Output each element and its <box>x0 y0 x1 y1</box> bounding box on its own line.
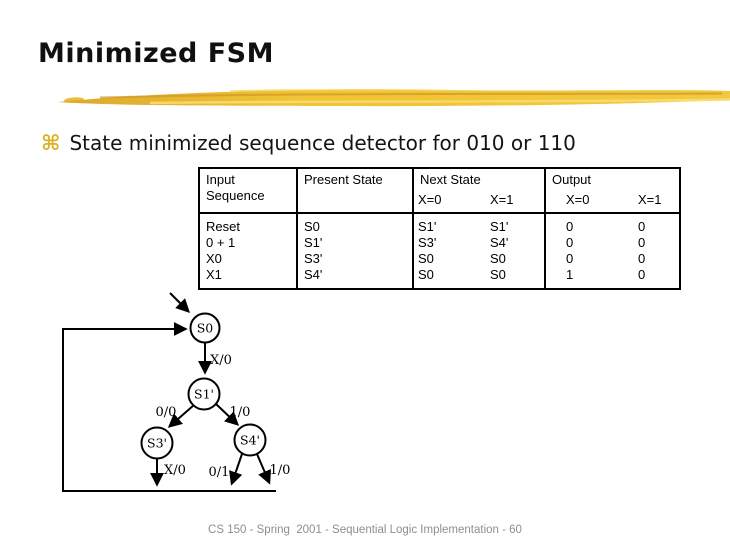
cell-next-x0: S0 <box>412 251 479 267</box>
cell-out-x0: 0 <box>544 251 612 267</box>
cell-input: X1 <box>206 267 222 282</box>
header-next-x1: X=1 <box>479 192 545 214</box>
state-s4-label: S4' <box>240 433 260 448</box>
bullet-icon: ⌘ <box>41 131 61 155</box>
state-s4 <box>233 423 267 457</box>
header-output-x0: X=0 <box>544 192 612 214</box>
cell-input: X0 <box>206 251 222 266</box>
title-underline-swoosh <box>58 89 730 107</box>
header-present-state: Present State <box>296 168 413 214</box>
cell-present: S0 <box>296 213 413 235</box>
cell-next-x1: S4' <box>490 235 509 250</box>
cell-next-x0: S0 <box>412 267 479 289</box>
header-output: Output <box>544 168 680 192</box>
header-input-line1: Input <box>206 172 235 187</box>
state-transition-table: Input Sequence Present State Next State … <box>198 167 681 290</box>
transition-s4-exit-right <box>256 453 272 485</box>
cell-input: Reset <box>206 219 240 234</box>
state-diagram: S0 S1' S3' S4' X/0 0/0 1/0 X/0 0/1 1/0 <box>62 292 291 492</box>
transition-s1-s4 <box>215 403 240 426</box>
cell-out-x1: 0 <box>638 267 646 282</box>
cell-out-x0: 0 <box>544 213 612 235</box>
transition-label-s1-s4: 1/0 <box>230 405 251 420</box>
state-s3-label: S3' <box>147 436 167 451</box>
cell-out-x1: 0 <box>638 219 646 234</box>
cell-present: S4' <box>296 267 413 289</box>
transition-s4-exit-left <box>229 453 243 486</box>
table-row: X1 S4' S0 S0 1 0 <box>199 267 680 289</box>
transition-label-s1-s3: 0/0 <box>156 405 177 420</box>
cell-out-x1: 0 <box>638 235 646 250</box>
table-row: 0 + 1 S1' S3' S4' 0 0 <box>199 235 680 251</box>
state-s1-label: S1' <box>194 387 214 402</box>
slide-title: Minimized FSM <box>38 38 274 69</box>
header-next-state: Next State <box>412 168 545 192</box>
initial-state-arrow <box>169 292 190 313</box>
cell-next-x1: S1' <box>490 219 509 234</box>
cell-out-x0: 0 <box>544 235 612 251</box>
cell-next-x1: S0 <box>490 251 506 266</box>
bullet-line: ⌘ State minimized sequence detector for … <box>41 132 576 155</box>
cell-present: S1' <box>296 235 413 251</box>
state-s3 <box>140 426 174 460</box>
state-s1 <box>187 377 221 411</box>
slide-footer: CS 150 - Spring 2001 - Sequential Logic … <box>208 524 522 536</box>
state-s0-label: S0 <box>197 321 214 336</box>
transition-label-s0-s1: X/0 <box>210 353 232 368</box>
bullet-text: State minimized sequence detector for 01… <box>69 131 576 155</box>
transition-label-s4-exit-right: 1/0 <box>270 463 291 478</box>
transition-s1-s3 <box>167 404 195 428</box>
transition-label-s4-exit-left: 0/1 <box>209 465 230 480</box>
cell-next-x0: S3' <box>412 235 479 251</box>
table-row: X0 S3' S0 S0 0 0 <box>199 251 680 267</box>
state-s0 <box>189 312 221 344</box>
header-next-x0: X=0 <box>412 192 479 214</box>
table-row: Reset S0 S1' S1' 0 0 <box>199 213 680 235</box>
header-input-sequence: Input Sequence <box>199 168 297 214</box>
cell-next-x0: S1' <box>412 213 479 235</box>
cell-out-x0: 1 <box>544 267 612 289</box>
cell-next-x1: S0 <box>490 267 506 282</box>
cell-out-x1: 0 <box>638 251 646 266</box>
cell-input: 0 + 1 <box>206 235 236 250</box>
header-input-line2: Sequence <box>206 188 265 203</box>
header-output-x1: X=1 <box>612 192 680 214</box>
feedback-loop-line <box>62 322 276 492</box>
transition-label-s3-exit: X/0 <box>164 463 186 478</box>
cell-present: S3' <box>296 251 413 267</box>
